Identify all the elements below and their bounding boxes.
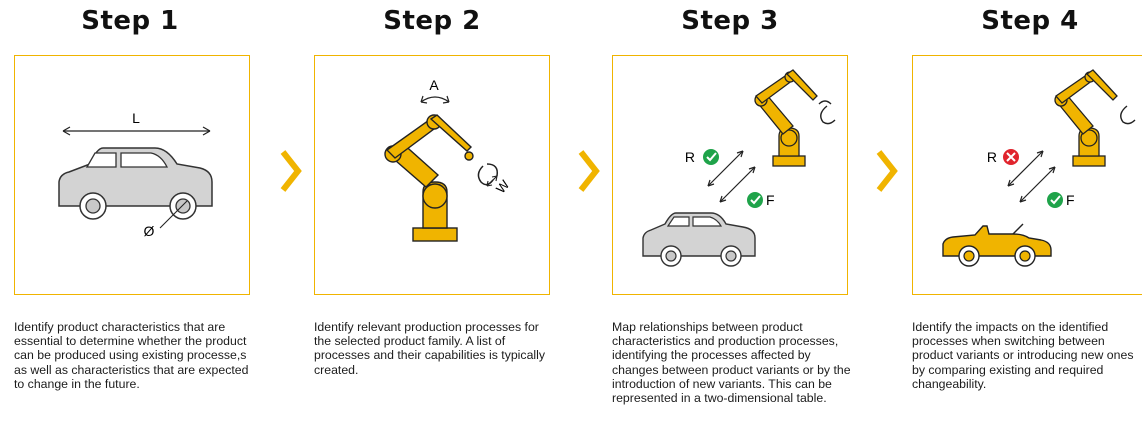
chevron-right-icon [578,150,600,192]
chevron-right-icon [876,150,898,192]
r-label: R [685,149,695,165]
step-4-description: Identify the impacts on the identified p… [912,320,1134,391]
step-2-title: Step 2 [383,6,481,36]
step-1-panel: L Ø [14,55,250,295]
angle-label: A [429,77,439,93]
f-label: F [766,192,775,208]
step-1-title: Step 1 [81,6,179,36]
step-3-description: Map relationships between product charac… [612,320,851,406]
step-3-panel: R F [612,55,848,295]
check-icon [703,149,719,165]
step-1-description: Identify product characteristics that ar… [14,320,249,391]
robot-convertible-impact-illustration: R F [942,69,1136,267]
step-2-panel: A W [314,55,550,295]
chevron-right-icon [280,150,302,192]
f-label: F [1066,192,1075,208]
step-2-description: Identify relevant production processes f… [314,320,546,377]
step-3-title: Step 3 [681,6,779,36]
step-4-panel: R F [912,55,1142,295]
check-icon [1047,192,1063,208]
diameter-label: Ø [144,223,155,239]
robot-arm-illustration: A W [384,77,513,242]
length-label: L [132,110,140,126]
check-icon [747,192,763,208]
sedan-car-illustration: L Ø [58,110,213,239]
robot-car-mapping-illustration: R F [642,69,836,267]
step-4-title: Step 4 [981,6,1079,36]
r-label: R [987,149,997,165]
